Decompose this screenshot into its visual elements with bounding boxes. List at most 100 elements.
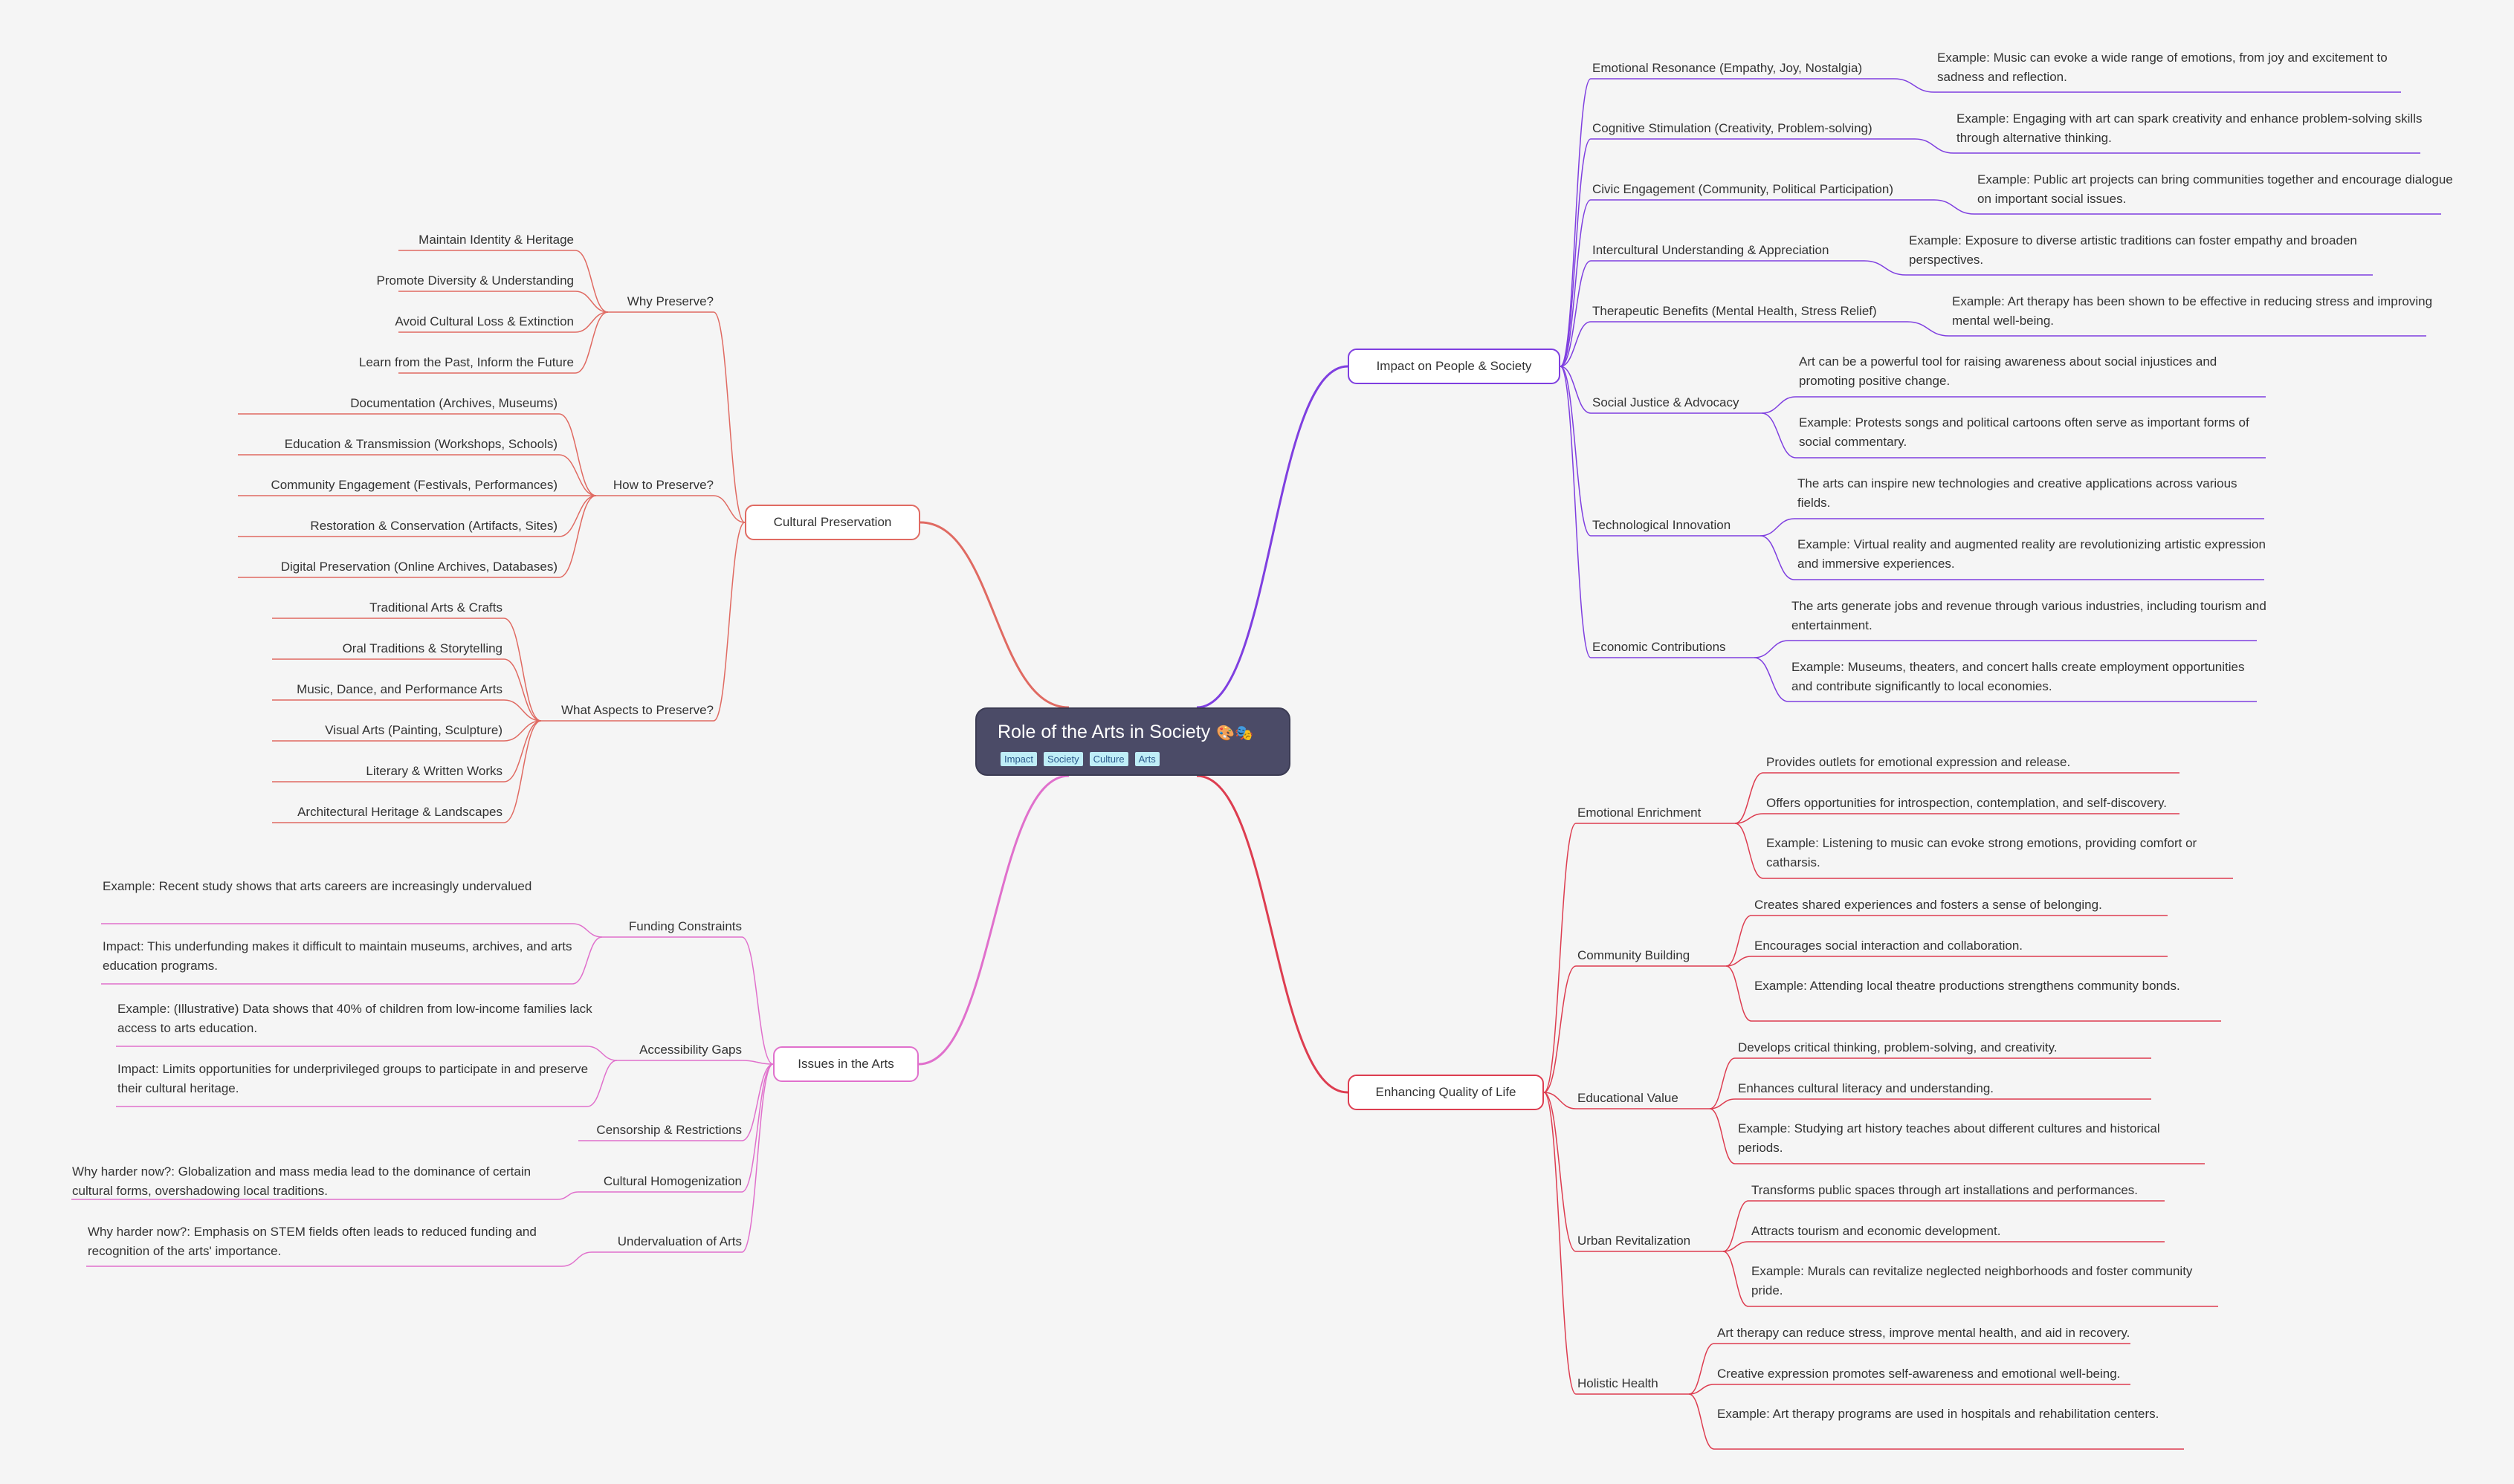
list-item[interactable]: Art therapy can reduce stress, improve m… xyxy=(1717,1326,2130,1340)
list-item[interactable]: Attracts tourism and economic developmen… xyxy=(1751,1224,2001,1238)
list-item[interactable]: Example: Public art projects can bring c… xyxy=(1977,172,2453,206)
why-preserve-node[interactable]: Why Preserve? xyxy=(627,294,714,308)
list-item[interactable]: Restoration & Conservation (Artifacts, S… xyxy=(310,519,558,533)
civic-engagement-node[interactable]: Civic Engagement (Community, Political P… xyxy=(1592,182,1894,196)
connector-line xyxy=(558,454,597,496)
list-item[interactable]: Traditional Arts & Crafts xyxy=(369,600,503,615)
list-item[interactable]: Maintain Identity & Heritage xyxy=(419,233,574,247)
tag-society[interactable]: Society xyxy=(1044,752,1083,766)
censorship-node[interactable]: Censorship & Restrictions xyxy=(596,1123,742,1137)
list-item[interactable]: Develops critical thinking, problem-solv… xyxy=(1738,1040,2058,1054)
intercultural-understanding-node[interactable]: Intercultural Understanding & Appreciati… xyxy=(1592,243,1829,257)
list-item[interactable]: Education & Transmission (Workshops, Sch… xyxy=(284,437,558,451)
list-item[interactable]: Example: Recent study shows that arts ca… xyxy=(103,879,532,893)
cognitive-stimulation-node[interactable]: Cognitive Stimulation (Creativity, Probl… xyxy=(1592,121,1872,135)
list-item[interactable]: Impact: This underfunding makes it diffi… xyxy=(103,939,572,973)
topic-enhancing-quality-of-life[interactable]: Enhancing Quality of Life xyxy=(1348,1075,1544,1110)
list-item[interactable]: Example: Museums, theaters, and concert … xyxy=(1791,660,2245,693)
list-item[interactable]: Creates shared experiences and fosters a… xyxy=(1754,898,2102,912)
list-item[interactable]: Documentation (Archives, Museums) xyxy=(350,396,558,410)
technological-innovation-node[interactable]: Technological Innovation xyxy=(1592,518,1731,532)
educational-value-node[interactable]: Educational Value xyxy=(1577,1091,1678,1105)
accessibility-gaps-node[interactable]: Accessibility Gaps xyxy=(639,1043,742,1057)
list-item[interactable]: Provides outlets for emotional expressio… xyxy=(1766,755,2071,769)
connector-line xyxy=(1196,365,1348,709)
list-item[interactable]: Encourages social interaction and collab… xyxy=(1754,939,2023,953)
list-item[interactable]: Example: Studying art history teaches ab… xyxy=(1738,1121,2160,1155)
central-topic[interactable]: Role of the Arts in Society🎨🎭 Impact Soc… xyxy=(975,707,1290,776)
connector-line xyxy=(1709,1057,1736,1109)
list-item[interactable]: Enhances cultural literacy and understan… xyxy=(1738,1081,1994,1095)
list-item[interactable]: Example: Engaging with art can spark cre… xyxy=(1956,111,2423,145)
list-item[interactable]: Avoid Cultural Loss & Extinction xyxy=(395,314,574,328)
connector-line xyxy=(503,720,542,823)
connector-line xyxy=(741,1060,774,1065)
palette-masks-emoji: 🎨🎭 xyxy=(1216,724,1254,742)
how-to-preserve-node[interactable]: How to Preserve? xyxy=(613,478,714,492)
list-item[interactable]: Literary & Written Works xyxy=(366,764,503,778)
list-item[interactable]: Architectural Heritage & Landscapes xyxy=(297,805,503,819)
list-item[interactable]: Art can be a powerful tool for raising a… xyxy=(1799,354,2217,388)
connector-line xyxy=(1761,396,1797,414)
list-item[interactable]: Example: Attending local theatre product… xyxy=(1754,979,2180,993)
connector-line xyxy=(1709,1098,1736,1109)
list-item[interactable]: Offers opportunities for introspection, … xyxy=(1766,796,2167,810)
tag-arts[interactable]: Arts xyxy=(1134,752,1160,766)
list-item[interactable]: Oral Traditions & Storytelling xyxy=(342,641,503,655)
list-item[interactable]: Example: Exposure to diverse artistic tr… xyxy=(1909,233,2357,267)
list-item[interactable]: Digital Preservation (Online Archives, D… xyxy=(280,560,558,574)
tag-culture[interactable]: Culture xyxy=(1089,752,1128,766)
list-item[interactable]: Impact: Limits opportunities for underpr… xyxy=(117,1062,589,1095)
connector-line xyxy=(587,1046,618,1061)
list-item[interactable]: Example: Virtual reality and augmented r… xyxy=(1797,537,2266,571)
emotional-enrichment-node[interactable]: Emotional Enrichment xyxy=(1577,806,1702,820)
list-item[interactable]: Music, Dance, and Performance Arts xyxy=(297,682,503,696)
topic-cultural-preservation[interactable]: Cultural Preservation xyxy=(745,505,920,540)
connector-line xyxy=(575,250,609,313)
connector-line xyxy=(503,720,542,742)
tag-impact[interactable]: Impact xyxy=(1001,752,1038,766)
list-item[interactable]: Learn from the Past, Inform the Future xyxy=(358,355,574,369)
connector-line xyxy=(1560,366,1592,537)
list-item[interactable]: Example: Protests songs and political ca… xyxy=(1799,415,2249,449)
list-item[interactable]: The arts can inspire new technologies an… xyxy=(1797,476,2237,510)
urban-revitalization-node[interactable]: Urban Revitalization xyxy=(1577,1234,1691,1248)
connector-line xyxy=(1543,1092,1577,1395)
cultural-homogenization-node[interactable]: Cultural Homogenization xyxy=(603,1174,742,1188)
list-item[interactable]: Example: Music can evoke a wide range of… xyxy=(1937,51,2388,84)
list-item[interactable]: The arts generate jobs and revenue throu… xyxy=(1791,599,2266,632)
economic-contributions-node[interactable]: Economic Contributions xyxy=(1592,640,1726,654)
connector-line xyxy=(713,311,746,523)
community-building-node[interactable]: Community Building xyxy=(1577,948,1690,962)
holistic-health-node[interactable]: Holistic Health xyxy=(1577,1376,1658,1390)
connector-line xyxy=(1914,138,1954,154)
topic-impact-on-people-society[interactable]: Impact on People & Society xyxy=(1348,349,1560,384)
what-aspects-node[interactable]: What Aspects to Preserve? xyxy=(560,703,714,717)
connector-line xyxy=(1722,1241,1749,1252)
social-justice-node[interactable]: Social Justice & Advocacy xyxy=(1592,395,1739,409)
topic-issues-in-the-arts[interactable]: Issues in the Arts xyxy=(773,1046,919,1082)
list-item[interactable]: Example: Art therapy has been shown to b… xyxy=(1952,294,2433,328)
list-item[interactable]: Example: (Illustrative) Data shows that … xyxy=(117,1002,592,1035)
connector-line xyxy=(1761,412,1797,459)
central-topic-title: Role of the Arts in Society🎨🎭 xyxy=(998,719,1253,745)
connector-line xyxy=(1543,1092,1577,1109)
list-item[interactable]: Transforms public spaces through art ins… xyxy=(1751,1183,2139,1197)
list-item[interactable]: Creative expression promotes self-awaren… xyxy=(1717,1367,2121,1381)
list-item[interactable]: Promote Diversity & Understanding xyxy=(376,273,574,288)
undervaluation-node[interactable]: Undervaluation of Arts xyxy=(617,1234,742,1248)
list-item[interactable]: Example: Art therapy programs are used i… xyxy=(1717,1407,2159,1421)
connector-line xyxy=(561,1251,592,1267)
list-item[interactable]: Community Engagement (Festivals, Perform… xyxy=(271,478,558,492)
list-item[interactable]: Why harder now?: Globalization and mass … xyxy=(72,1164,531,1198)
list-item[interactable]: Example: Listening to music can evoke st… xyxy=(1766,836,2197,869)
list-item[interactable]: Example: Murals can revitalize neglected… xyxy=(1751,1264,2193,1297)
list-item[interactable]: Visual Arts (Painting, Sculpture) xyxy=(325,723,503,737)
emotional-resonance-node[interactable]: Emotional Resonance (Empathy, Joy, Nosta… xyxy=(1592,61,1863,75)
connector-line xyxy=(575,291,609,313)
list-item[interactable]: Why harder now?: Emphasis on STEM fields… xyxy=(88,1225,537,1258)
connector-line xyxy=(1725,956,1752,967)
funding-constraints-node[interactable]: Funding Constraints xyxy=(628,919,742,933)
therapeutic-benefits-node[interactable]: Therapeutic Benefits (Mental Health, Str… xyxy=(1592,304,1877,318)
